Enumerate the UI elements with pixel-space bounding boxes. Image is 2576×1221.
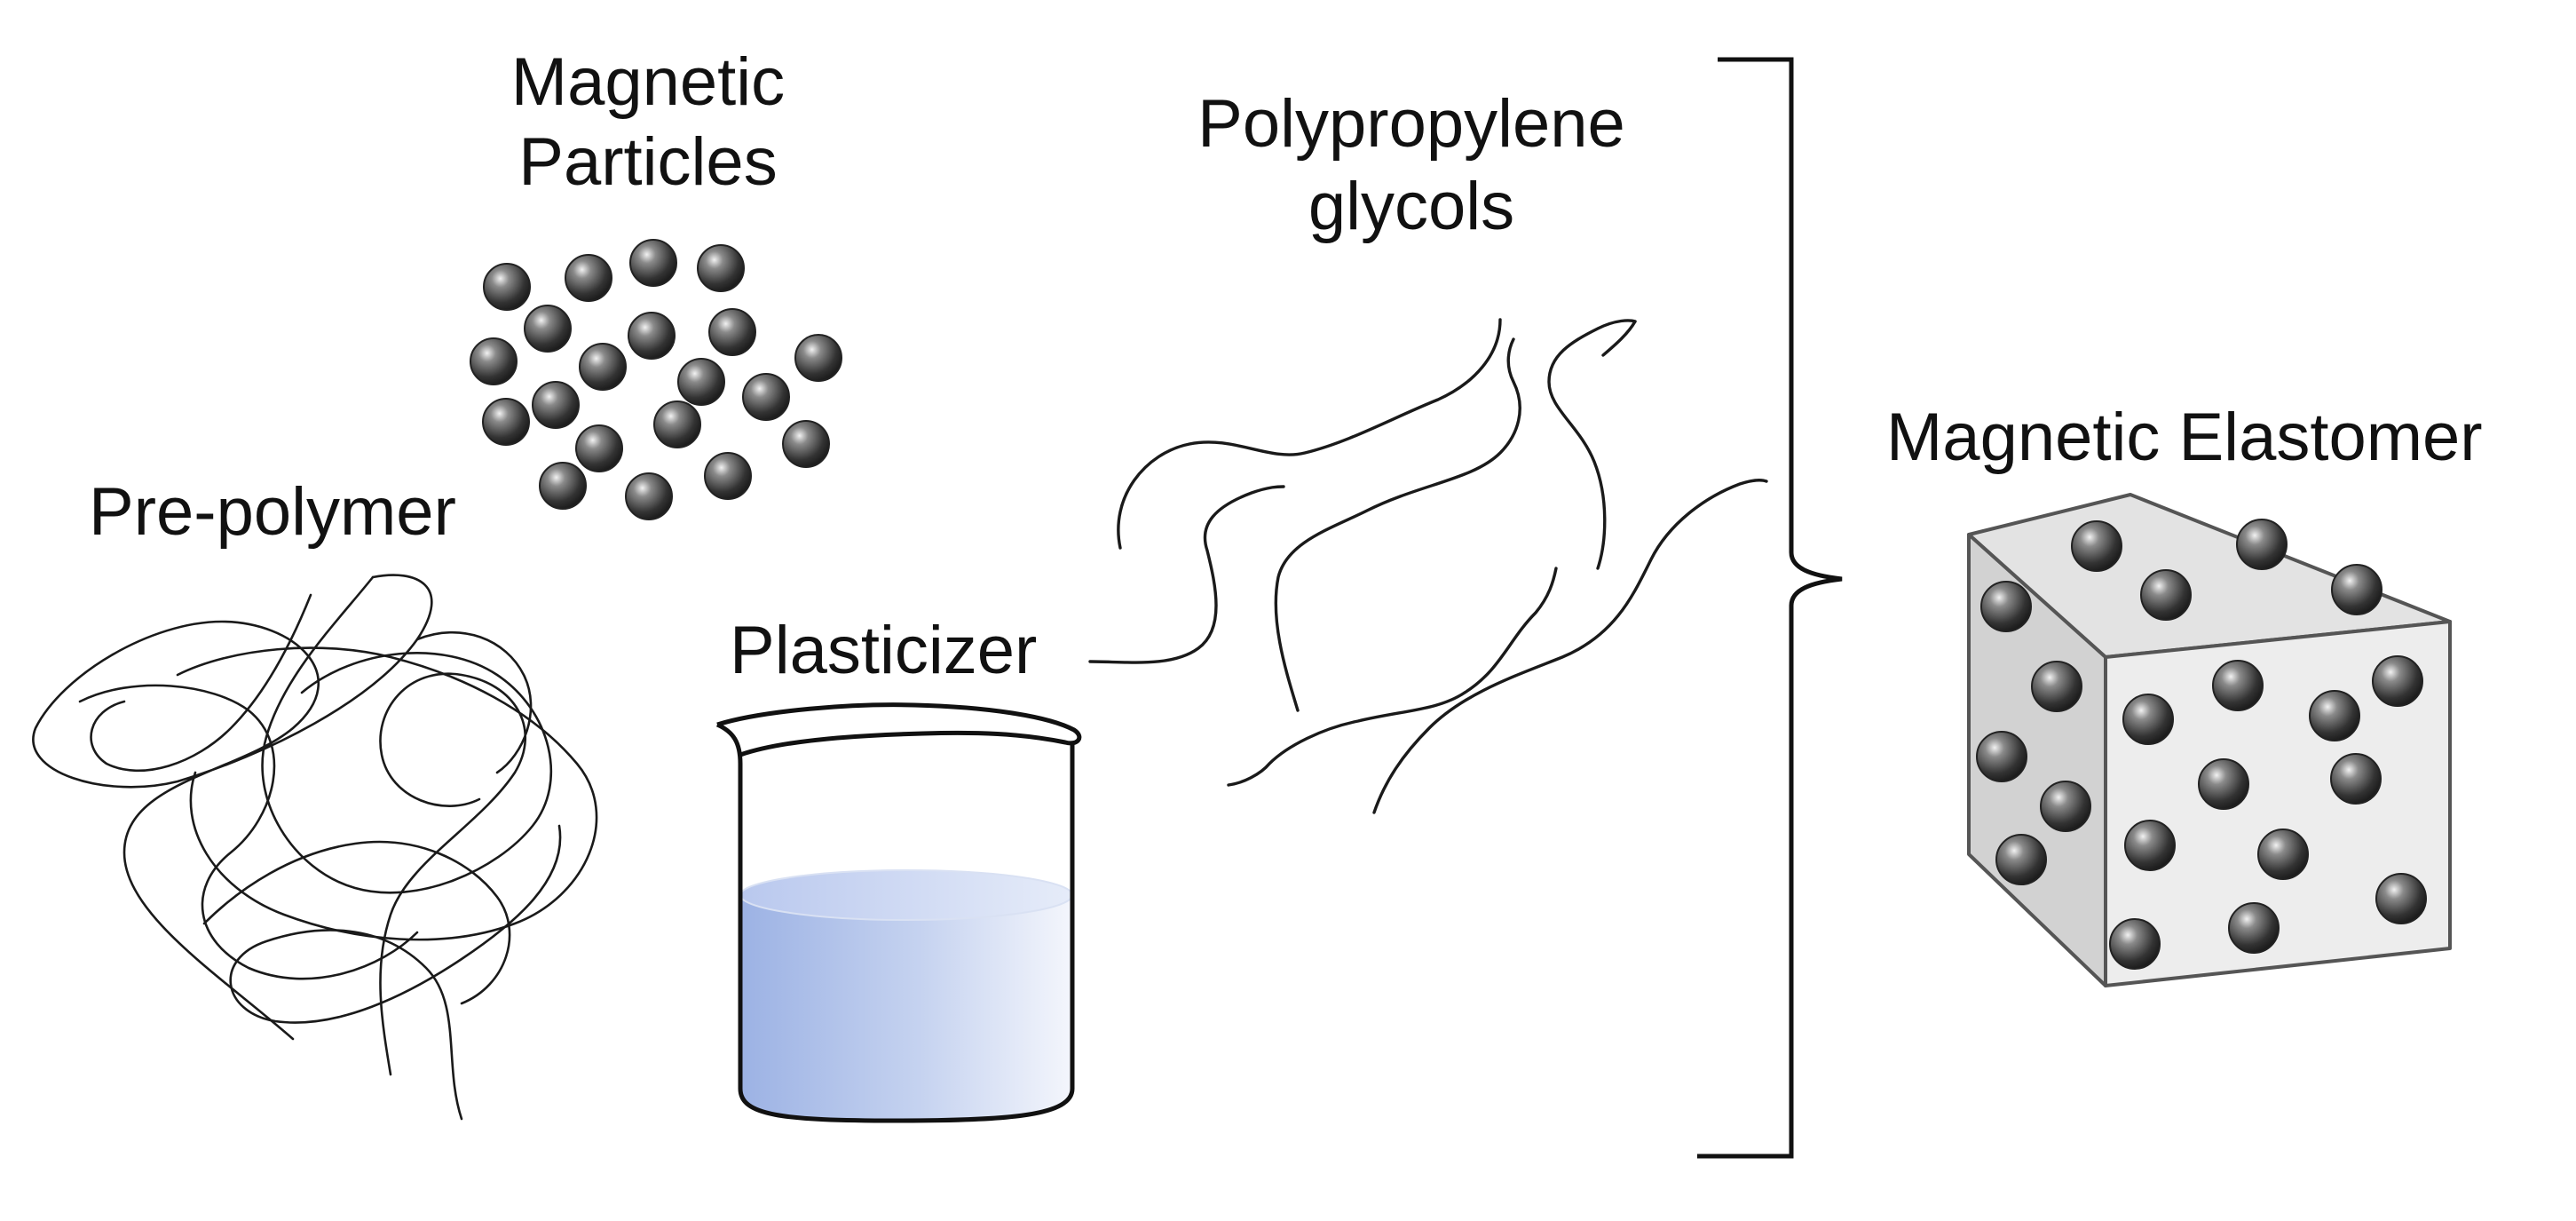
magnetic-particle [697, 244, 745, 292]
magnetic-particles-label-line1: Magnetic [511, 44, 785, 120]
beaker-liquid [740, 895, 1072, 1121]
polypropylene-glycol-chains-icon [1088, 318, 1768, 814]
magnetic-particle [708, 308, 756, 356]
embedded-magnetic-particle [1995, 834, 2047, 885]
embedded-magnetic-particle [2212, 660, 2264, 711]
embedded-magnetic-particle [1976, 731, 2027, 782]
magnetic-particle [579, 343, 627, 391]
embedded-magnetic-particle [2228, 902, 2280, 954]
magnetic-elastomer-cube-icon [1967, 493, 2452, 987]
magnetic-particle [482, 398, 530, 446]
combining-bracket-icon [1697, 57, 1843, 1159]
embedded-magnetic-particle [2372, 655, 2423, 707]
magnetic-particle [483, 263, 531, 311]
embedded-magnetic-particle [2140, 569, 2192, 621]
pre-polymer-label: Pre-polymer [89, 474, 456, 550]
cube-front-face [2104, 620, 2452, 987]
magnetic-particle [628, 312, 676, 360]
magnetic-particle [704, 452, 752, 500]
magnetic-particle [653, 400, 701, 448]
magnetic-particle [794, 334, 842, 382]
embedded-magnetic-particle [2330, 753, 2382, 805]
magnetic-particle [470, 337, 518, 385]
magnetic-particle [565, 254, 612, 302]
magnetic-particle [625, 472, 673, 520]
magnetic-particle [575, 424, 623, 472]
pre-polymer-tangle-icon [32, 574, 598, 1121]
polypropylene-glycols-label-line2: glycols [1308, 169, 1514, 244]
embedded-magnetic-particle [2122, 694, 2174, 745]
magnetic-particle [539, 462, 587, 510]
embedded-magnetic-particle [2040, 781, 2091, 832]
embedded-magnetic-particle [2375, 873, 2427, 924]
embedded-magnetic-particle [1980, 581, 2032, 632]
embedded-magnetic-particle [2124, 820, 2176, 871]
plasticizer-beaker-icon [715, 702, 1082, 1123]
embedded-magnetic-particle [2236, 519, 2288, 570]
embedded-magnetic-particle [2198, 758, 2249, 810]
embedded-magnetic-particle [2331, 564, 2382, 615]
magnetic-particle [532, 381, 580, 429]
embedded-magnetic-particle [2071, 520, 2122, 572]
magnetic-particle [782, 420, 830, 468]
magnetic-particle [629, 239, 677, 287]
magnetic-particle [677, 358, 725, 406]
cube-embedded-particles [1976, 519, 2427, 970]
embedded-magnetic-particle [2257, 829, 2309, 880]
polypropylene-glycols-label-line1: Polypropylene [1197, 86, 1625, 162]
magnetic-particle [742, 373, 790, 421]
embedded-magnetic-particle [2309, 690, 2360, 741]
magnetic-particles-label-line2: Particles [518, 124, 777, 200]
embedded-magnetic-particle [2109, 918, 2161, 970]
magnetic-particle [524, 305, 572, 353]
plasticizer-label: Plasticizer [730, 613, 1037, 688]
beaker-liquid-surface [739, 869, 1073, 921]
embedded-magnetic-particle [2031, 661, 2082, 712]
magnetic-elastomer-label: Magnetic Elastomer [1886, 400, 2483, 475]
magnetic-particles-cluster-icon [470, 239, 842, 520]
